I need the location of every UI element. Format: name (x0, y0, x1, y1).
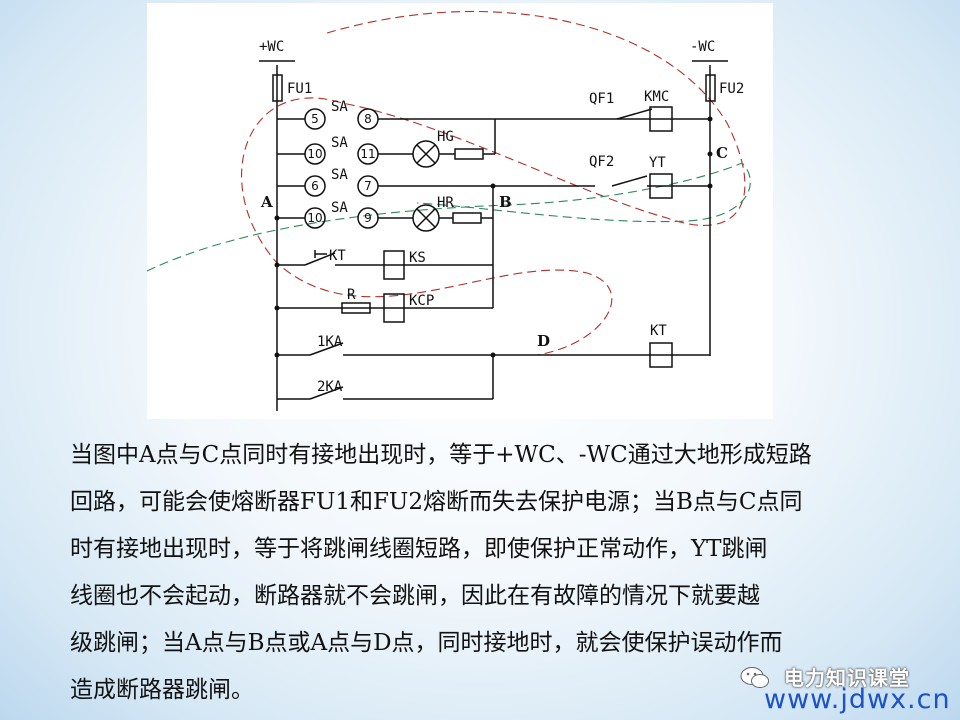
explanation-line: 当图中A点与C点同时有接地出现时，等于+WC、-WC通过大地形成短路 (70, 442, 812, 468)
contact-10-a: 10 (307, 147, 322, 161)
point-a: A (260, 193, 273, 211)
fault-path-green (147, 162, 751, 272)
watermark-site: www.jdwx.cn (764, 684, 951, 715)
label-kt-contact: KT (329, 248, 346, 264)
label-kmc: KMC (644, 89, 669, 105)
explanation-line: 回路，可能会使熔断器FU1和FU2熔断而失去保护电源；当B点与C点同 (70, 489, 803, 515)
wechat-icon (740, 666, 770, 694)
explanation-line: 级跳闸；当A点与B点或A点与D点，同时接地时，就会使保护误动作而 (70, 630, 783, 656)
contact-7: 7 (364, 179, 372, 193)
label-hr: HR (437, 195, 454, 211)
label-hg: HG (437, 129, 454, 145)
label-sa-1: SA (331, 99, 348, 115)
label-1ka: 1KA (317, 334, 343, 350)
fuse-fu1 (272, 74, 283, 102)
point-c: C (716, 144, 728, 162)
label-sa-3: SA (331, 167, 348, 183)
coil-kt (649, 342, 673, 368)
watermark: 电力知识课堂 www.jdwx.cn (740, 662, 960, 720)
label-qf1: QF1 (589, 91, 614, 107)
label-r: R (347, 287, 356, 303)
label-2ka: 2KA (317, 379, 343, 395)
fault-path-red (241, 11, 746, 356)
contact-8: 8 (364, 112, 372, 126)
label-sa-2: SA (331, 135, 348, 151)
coil-kmc (649, 106, 673, 132)
coil-yt (649, 173, 673, 199)
label-qf2: QF2 (589, 154, 614, 170)
circuit-diagram: +WC -WC FU1 FU2 SA SA SA SA 5 8 10 11 6 … (147, 3, 773, 419)
point-b: B (499, 193, 512, 211)
label-kcp: KCP (409, 293, 434, 309)
label-pos-bus: +WC (259, 39, 284, 55)
label-fu2: FU2 (719, 81, 744, 97)
resistor-r (341, 302, 371, 314)
contact-9: 9 (364, 211, 372, 225)
label-neg-bus: -WC (690, 39, 715, 55)
fuse-fu2 (705, 74, 716, 102)
explanation-text: 当图中A点与C点同时有接地出现时，等于+WC、-WC通过大地形成短路 回路，可能… (70, 432, 900, 714)
label-ks: KS (409, 250, 426, 266)
label-yt: YT (649, 155, 666, 171)
contact-10-b: 10 (307, 211, 322, 225)
label-kt-coil: KT (650, 323, 667, 339)
contact-11: 11 (360, 147, 375, 161)
label-sa-4: SA (331, 200, 348, 216)
relay-ks (383, 250, 405, 280)
explanation-line: 造成断路器跳闸。 (70, 677, 254, 703)
label-fu1: FU1 (287, 81, 312, 97)
contact-5: 5 (311, 112, 319, 126)
explanation-line: 时有接地出现时，等于将跳闸线圈短路，即使保护正常动作，YT跳闸 (70, 536, 768, 562)
explanation-line: 线圈也不会起动，断路器就不会跳闸，因此在有故障的情况下就要越 (70, 583, 760, 609)
watermark-name: 电力知识课堂 (784, 666, 910, 690)
contact-6: 6 (311, 179, 319, 193)
point-d: D (537, 332, 550, 350)
relay-kcp (383, 293, 405, 323)
